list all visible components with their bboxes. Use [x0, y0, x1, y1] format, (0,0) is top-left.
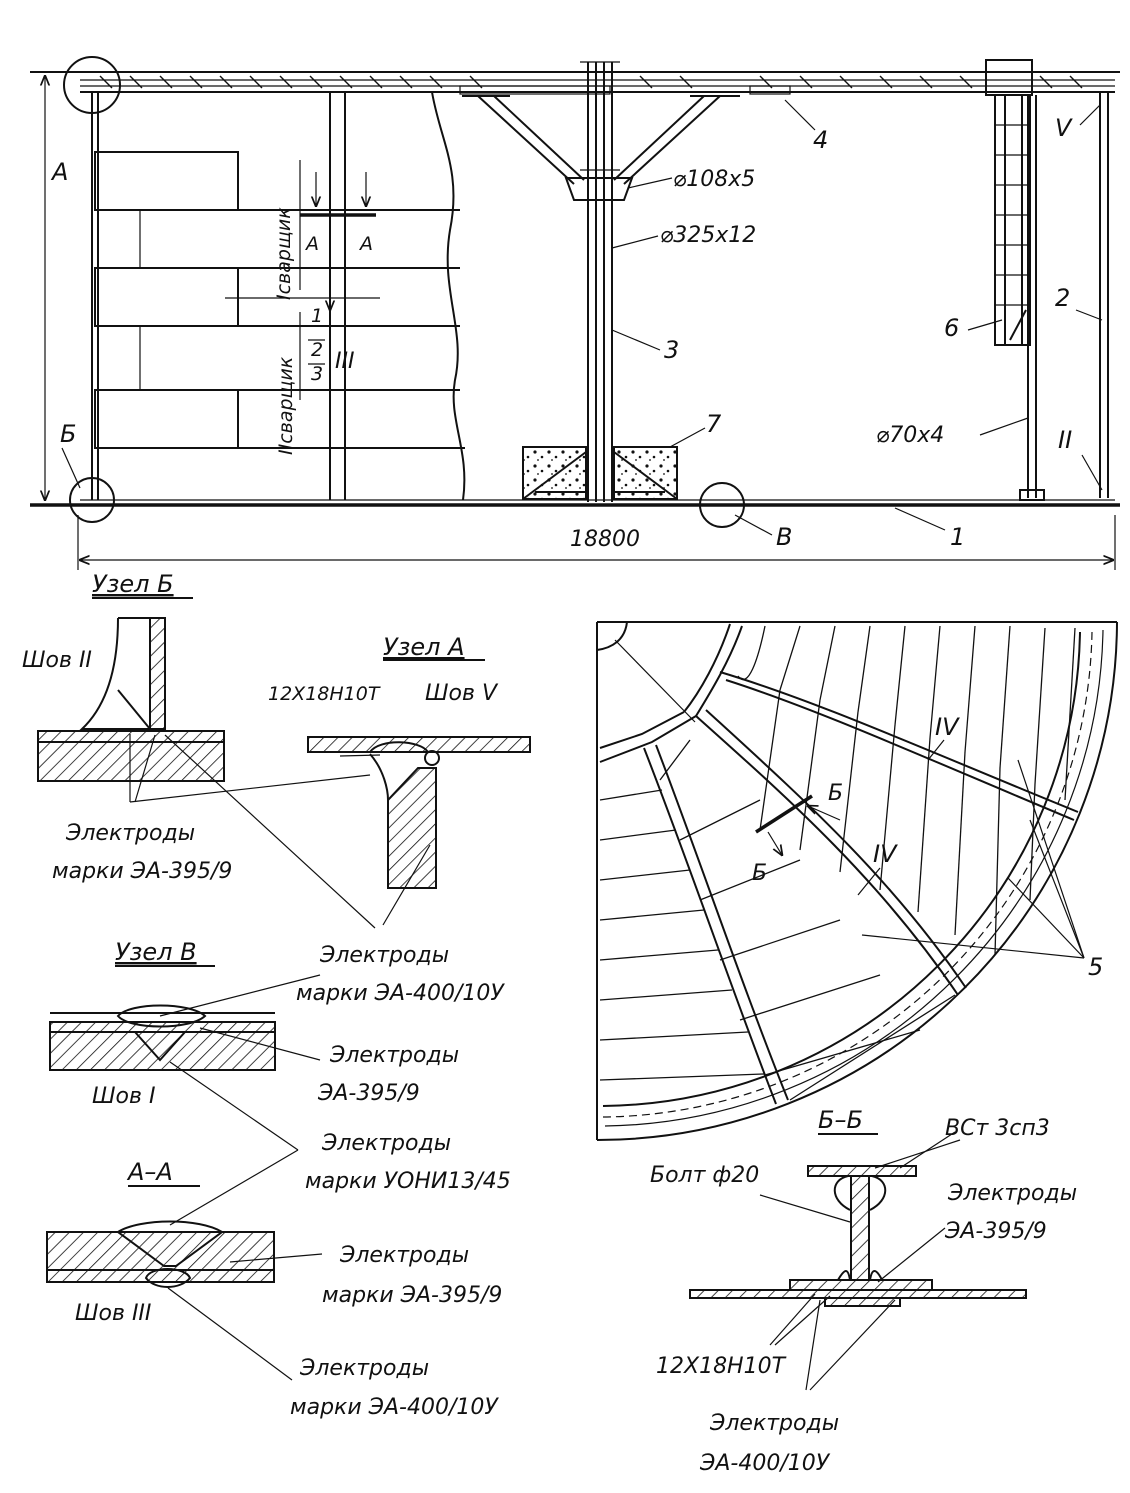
pipe-column-label: ⌀325x12 — [660, 223, 756, 248]
posts — [1019, 92, 1109, 501]
welder-2-label: IIсварщик — [275, 356, 297, 455]
node-B-bottom-plate — [37, 730, 225, 782]
dimension-total-label: 18800 — [570, 527, 640, 552]
node-V-plate — [49, 1021, 276, 1071]
pipe-post-label: ⌀70x4 — [876, 423, 944, 448]
steel-top-label: ВСт 3сп3 — [945, 1116, 1050, 1141]
node-A-label: А — [50, 158, 68, 186]
central-column — [462, 61, 740, 502]
node-B-electrodes-line1: Электроды — [65, 821, 195, 846]
node-A-detail: Узел А 12Х18Н10Т Шов V — [129, 633, 531, 889]
seam-IV-outer-label: IV — [935, 713, 960, 741]
section-BB-detail: Б–Б ВСт 3сп3 Болт ф20 Электроды ЭА-395/9… — [650, 1106, 1077, 1476]
step-2-label: 2 — [311, 339, 323, 361]
node-V-electrodes-a-line2: ЭА-395/9 — [317, 1081, 420, 1106]
roof-plan-quarter: IV IV Б Б 5 — [596, 621, 1118, 1141]
node-V-electrodes-b-line1: Электроды — [321, 1131, 451, 1156]
part-1-label: 1 — [950, 523, 965, 551]
node-V-circle — [699, 482, 745, 528]
section-A-left-label: А — [304, 233, 319, 255]
node-A-seam-label: Шов V — [425, 681, 499, 706]
node-V-electrodes-a-line1: Электроды — [329, 1043, 459, 1068]
node-A-roof-plate — [307, 736, 531, 753]
part-2-label: 2 — [1055, 284, 1070, 312]
section-BB-electrodes-b-line1: Электроды — [709, 1411, 839, 1436]
cut-B-top-label: Б — [828, 781, 843, 806]
section-AA-title: А–А — [126, 1158, 173, 1186]
section-AA-detail: А–А Шов III Электроды марки ЭА-395/9 Эле… — [46, 1149, 502, 1420]
node-B-title: Узел Б — [92, 570, 174, 598]
section-AA-seam-label: Шов III — [75, 1301, 151, 1326]
part-6-label: 6 — [944, 314, 959, 342]
node-V-detail: Узел В Шов I Электроды ЭА-395/9 Электрод… — [49, 938, 511, 1194]
node-B-detail: Узел Б Шов II Электроды марки ЭА-395/9 — [22, 570, 376, 929]
node-B-wall — [149, 617, 166, 730]
i-beam-bottom-flange — [789, 1279, 933, 1291]
bolt-label: Болт ф20 — [650, 1163, 759, 1188]
node-V-seam-label: Шов I — [92, 1084, 155, 1109]
node-A-steel-label: 12Х18Н10Т — [268, 683, 381, 705]
steel-bottom-label: 12Х18Н10Т — [656, 1354, 787, 1379]
node-V-title: Узел В — [115, 938, 197, 966]
node-B-circle — [69, 477, 115, 523]
section-BB-electrodes-a-line2: ЭА-395/9 — [944, 1219, 1047, 1244]
backing-strip — [824, 1297, 901, 1307]
section-A-right-label: А — [358, 233, 373, 255]
node-B-label: Б — [60, 420, 76, 448]
roof-sheet — [689, 1289, 1027, 1299]
roof-beam — [30, 71, 1120, 95]
roof-ribs — [599, 625, 1076, 1101]
seam-IV-inner-label: IV — [873, 840, 898, 868]
section-AA-cut: А А Iсварщик IIсварщик 1 2 3 III — [273, 120, 376, 455]
section-AA-electrodes-b-line2: марки ЭА-400/10У — [290, 1395, 499, 1420]
section-AA-electrodes-a-line1: Электроды — [339, 1243, 469, 1268]
step-1-label: 1 — [311, 305, 323, 327]
section-AA-electrodes-a-line2: марки ЭА-395/9 — [322, 1283, 502, 1308]
welder-1-label: Iсварщик — [273, 207, 295, 300]
node-A-electrodes-line1: Электроды — [319, 943, 449, 968]
column-base-supports — [522, 446, 678, 500]
node-B-electrodes-line2: марки ЭА-395/9 — [52, 859, 232, 884]
node-B-seam-label: Шов II — [22, 648, 92, 673]
section-BB-electrodes-a-line1: Электроды — [947, 1181, 1077, 1206]
ladder — [985, 59, 1033, 346]
node-A-electrodes-line2: марки ЭА-400/10У — [296, 981, 505, 1006]
node-A-circle — [63, 56, 121, 114]
part-5-label: 5 — [1088, 953, 1103, 981]
node-V-label: В — [776, 523, 792, 551]
section-AA-plate — [46, 1231, 275, 1283]
node-A-title: Узел А — [383, 633, 465, 661]
bottom-plate — [30, 499, 1120, 507]
section-AA-electrodes-b-line1: Электроды — [299, 1356, 429, 1381]
part-3-label: 3 — [664, 336, 679, 364]
roof-lattice — [99, 75, 1083, 89]
elevation-view: А А Iсварщик IIсварщик 1 2 3 III — [30, 56, 1120, 570]
cut-B-bottom-label: Б — [752, 861, 767, 886]
step-3-label: 3 — [311, 363, 323, 385]
part-7-label: 7 — [706, 410, 722, 438]
seam-V-label: V — [1055, 114, 1073, 142]
section-BB-title: Б–Б — [818, 1106, 863, 1134]
node-A-wall — [387, 767, 437, 889]
width-dimension: 18800 — [77, 515, 1116, 570]
i-beam-web — [850, 1175, 870, 1281]
pipe-brace-label: ⌀108x5 — [673, 167, 755, 192]
part-4-label: 4 — [813, 126, 828, 154]
node-V-electrodes-b-line2: марки УОНИ13/45 — [305, 1169, 511, 1194]
seam-III-label: III — [335, 349, 354, 374]
section-BB-electrodes-b-line2: ЭА-400/10У — [699, 1451, 831, 1476]
seam-II-label: II — [1058, 426, 1072, 454]
